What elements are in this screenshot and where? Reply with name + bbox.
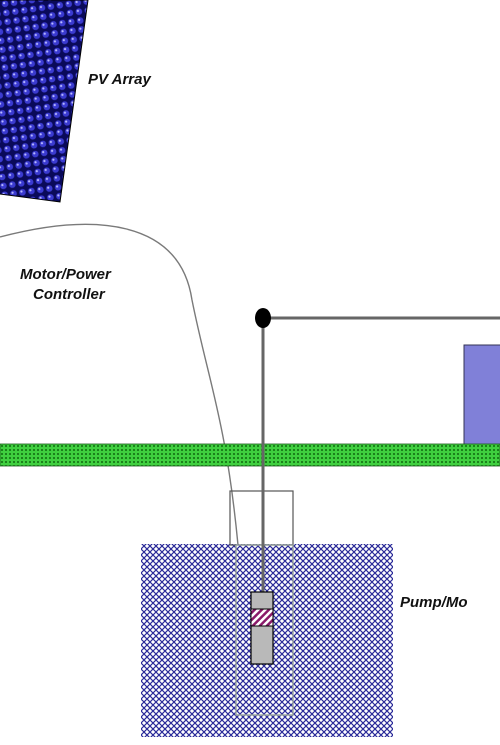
- controller-box: [463, 344, 500, 446]
- controller-label-line1: Motor/Power: [20, 266, 112, 283]
- valve-node: [255, 308, 271, 328]
- power-cable: [0, 223, 253, 713]
- controller-label-line2: Controller: [33, 286, 106, 303]
- pump-motor-unit: [250, 591, 274, 665]
- pump-motor-label: Pump/Mo: [400, 594, 468, 611]
- pump-motor-band: [250, 608, 274, 627]
- pv-array-label: PV Array: [88, 71, 151, 88]
- ground-surface: [0, 443, 500, 467]
- pv-array-panel: [0, 0, 89, 203]
